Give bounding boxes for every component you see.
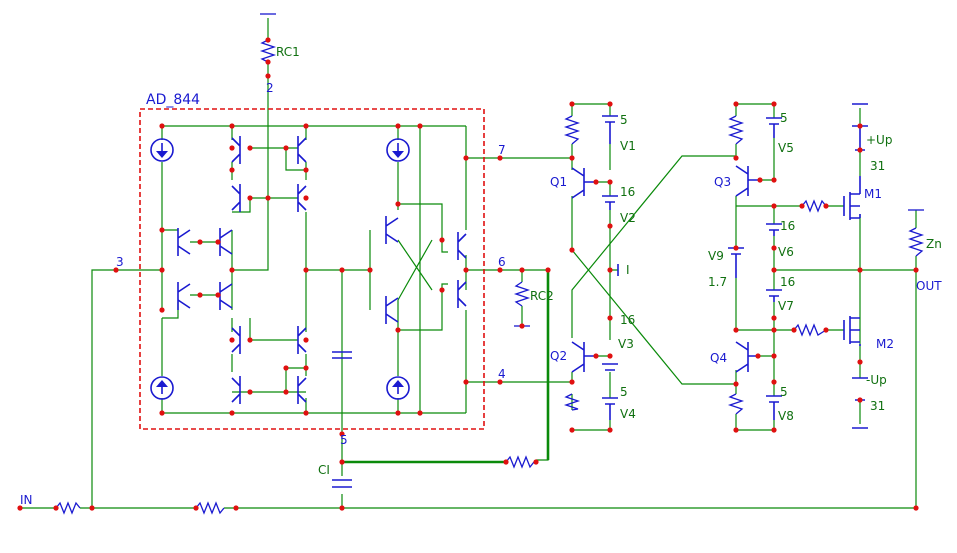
v6-value: 16 [780, 219, 795, 233]
current-source-top-left [150, 138, 174, 162]
v5-label: V5 [778, 141, 794, 155]
q2-transistor [563, 341, 596, 411]
up-pos-label: +Up [866, 133, 892, 147]
q3-label: Q3 [714, 175, 731, 189]
q3-transistor [727, 115, 760, 197]
current-source-bottom-left [150, 376, 174, 400]
v7-value: 16 [780, 275, 795, 289]
ad844-block [139, 108, 485, 430]
ci-label: CI [318, 463, 330, 477]
zn-label: Zn [926, 237, 942, 251]
q1-label: Q1 [550, 175, 567, 189]
v6-label: V6 [778, 245, 794, 259]
current-source-bottom-right [386, 376, 410, 400]
v2-value: 16 [620, 185, 635, 199]
components [55, 13, 925, 515]
rc2-label: RC2 [530, 289, 554, 303]
v5-value: 5 [780, 111, 788, 125]
gate-resistors [793, 199, 827, 337]
v1-value: 5 [620, 113, 628, 127]
labels: AD_844 2 3 7 6 4 5 RC1 RC2 CI IN OUT Zn … [20, 45, 942, 507]
m1-mosfet [843, 176, 861, 220]
voltage-sources-right [728, 117, 782, 420]
up-neg-value: 31 [870, 399, 885, 413]
node-6-label: 6 [498, 255, 506, 269]
node-5-label: 5 [340, 433, 348, 447]
in-label: IN [20, 493, 33, 507]
v2-label: V2 [620, 211, 636, 225]
feedback-resistor [505, 455, 535, 469]
node-3-label: 3 [116, 255, 124, 269]
i-label: I [626, 263, 630, 277]
node-4-label: 4 [498, 367, 506, 381]
v4-label: V4 [620, 407, 636, 421]
v3-label: V3 [618, 337, 634, 351]
junction-dots [17, 37, 919, 511]
q4-transistor [727, 341, 758, 415]
m1-label: M1 [864, 187, 882, 201]
q2-label: Q2 [550, 349, 567, 363]
rail-resistor [195, 501, 225, 515]
v7-label: V7 [778, 299, 794, 313]
v4-value: 5 [620, 385, 628, 399]
node-7-label: 7 [498, 143, 506, 157]
up-neg-label: -Up [866, 373, 887, 387]
current-source-top-right [386, 138, 410, 162]
ad844-internal-capacitor [332, 351, 352, 359]
supply-sources [852, 103, 868, 429]
rc1-label: RC1 [276, 45, 300, 59]
rc1-resistor [259, 13, 277, 63]
block-title: AD_844 [146, 92, 200, 108]
v8-value: 5 [780, 385, 788, 399]
up-pos-value: 31 [870, 159, 885, 173]
m2-mosfet [843, 316, 861, 346]
v9-value: 1.7 [708, 275, 727, 289]
v8-label: V8 [778, 409, 794, 423]
v3-value: 16 [620, 313, 635, 327]
q1-transistor [563, 115, 596, 199]
v1-label: V1 [620, 139, 636, 153]
zn-resistor [907, 209, 925, 257]
m2-label: M2 [876, 337, 894, 351]
node-2-label: 2 [266, 81, 274, 95]
ci-capacitor [332, 479, 352, 488]
v9-label: V9 [708, 249, 724, 263]
voltage-sources-left [602, 115, 619, 420]
input-resistor [55, 501, 81, 515]
out-label: OUT [916, 279, 942, 293]
q4-label: Q4 [710, 351, 727, 365]
